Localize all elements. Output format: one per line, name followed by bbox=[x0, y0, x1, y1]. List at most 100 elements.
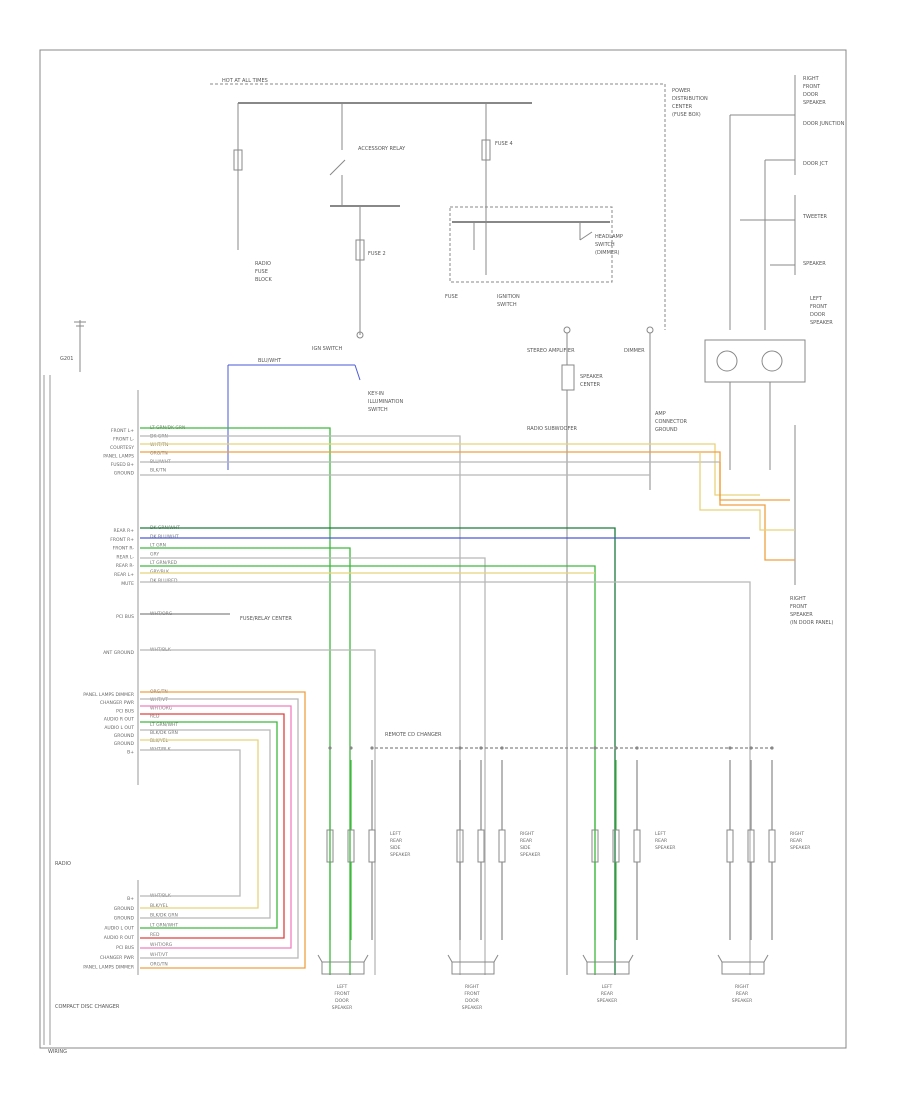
speaker-1-line-2: DOOR bbox=[335, 998, 349, 1004]
ignition-line-1: IGNITION bbox=[497, 294, 520, 300]
speaker-1-line-0: LEFT bbox=[337, 984, 348, 990]
right-bottom-line-1: RIGHT bbox=[790, 596, 807, 602]
radio-pin-b-name-2: FRONT R- bbox=[113, 546, 135, 552]
changer-pin-top-wire-4: LT GRN/WHT bbox=[150, 722, 178, 728]
radio-pin-a-name-3: PANEL LAMPS bbox=[103, 454, 134, 460]
fuse-box-line-1: POWER bbox=[672, 88, 691, 94]
right-top-line-1: RIGHT bbox=[803, 76, 820, 82]
changer-pin-bottom-wire-6: WHT/VT bbox=[150, 952, 168, 958]
speaker-2-line-2: DOOR bbox=[465, 998, 479, 1004]
right-lower-line-2: FRONT bbox=[810, 304, 828, 310]
radio-pin-b-wire-1: DK BLU/WHT bbox=[150, 534, 179, 540]
changer-pin-top-wire-2: WHT/ORG bbox=[150, 705, 173, 711]
radio-pin-b-wire-5: GRY/BLK bbox=[150, 569, 170, 575]
radio-pin-b-name-1: FRONT R+ bbox=[110, 537, 134, 543]
accessory-relay-label: ACCESSORY RELAY bbox=[358, 146, 406, 152]
power-section bbox=[210, 83, 666, 339]
radio-pin-a-name-4: FUSED B+ bbox=[111, 462, 135, 468]
fuse-relay-label: FUSE/RELAY CENTER bbox=[240, 616, 292, 622]
changer-pin-top-name-3: AUDIO R OUT bbox=[104, 717, 135, 723]
speaker-mid-2-line-0: RIGHT bbox=[520, 831, 534, 837]
speaker-mid-4-line-2: SPEAKER bbox=[790, 845, 810, 851]
radio-pin-b-wire-6: DK BLU/RED bbox=[150, 578, 178, 584]
dimmer-line-2: SWITCH bbox=[595, 242, 615, 248]
right-bottom-line-4: (IN DOOR PANEL) bbox=[790, 620, 833, 626]
key-line-3: SWITCH bbox=[368, 407, 388, 413]
changer-pin-bottom-wire-3: LT GRN/WHT bbox=[150, 922, 178, 928]
fuse-top-label: FUSE 4 bbox=[495, 141, 513, 147]
speaker-2-line-0: RIGHT bbox=[465, 984, 479, 990]
right-top-line-4: SPEAKER bbox=[803, 100, 826, 106]
speaker-mid-2-line-1: REAR bbox=[520, 838, 532, 844]
radio-pin-c-name-0: PCI BUS bbox=[116, 614, 134, 620]
changer-pin-bottom-name-2: GROUND bbox=[114, 916, 135, 922]
stereo-amp-label: STEREO AMPLIFIER bbox=[527, 348, 575, 354]
changer-pin-bottom-wire-2: BLK/DK GRN bbox=[150, 913, 178, 919]
footer-label: WIRING bbox=[48, 1049, 67, 1055]
changer-pin-bottom-wire-7: ORG/TN bbox=[150, 962, 168, 968]
amp-line-3: GROUND bbox=[655, 427, 678, 433]
changer-pin-top-name-6: GROUND bbox=[114, 741, 135, 747]
speaker-mid-2-line-3: SPEAKER bbox=[520, 852, 540, 858]
fuse-left-label: FUSE bbox=[445, 294, 458, 300]
radio-pin-a-name-1: FRONT L- bbox=[113, 437, 134, 443]
right-lower-line-3: DOOR bbox=[810, 312, 826, 318]
speaker-mid-4-line-0: RIGHT bbox=[790, 831, 804, 837]
changer-pin-top-name-7: B+ bbox=[127, 749, 134, 755]
right-block-label-1: DOOR JUNCTION bbox=[803, 121, 845, 127]
radio-fused-line-3: BLOCK bbox=[255, 277, 272, 283]
speaker-4-line-2: SPEAKER bbox=[732, 998, 752, 1004]
dimmer-line-3: (DIMMER) bbox=[595, 250, 620, 256]
radio-pin-c-name-1: ANT GROUND bbox=[103, 650, 134, 656]
radio-pin-b-wire-2: LT GRN bbox=[150, 543, 166, 549]
key-line-2: ILLUMINATION bbox=[368, 399, 403, 405]
spk-center-line-2: CENTER bbox=[580, 382, 601, 388]
changer-pin-top-name-0: PANEL LAMPS DIMMER bbox=[83, 692, 134, 698]
speaker-mid-2-line-2: SIDE bbox=[520, 845, 531, 851]
speaker-mid-1-line-2: SIDE bbox=[390, 845, 401, 851]
changer-pin-top-name-5: GROUND bbox=[114, 733, 135, 739]
amp-line-2: CONNECTOR bbox=[655, 419, 688, 425]
radio-body bbox=[43, 375, 139, 1045]
dimmer-line-1: HEADLAMP bbox=[595, 234, 623, 240]
right-block-label-2: DOOR JCT bbox=[803, 161, 829, 167]
ignition-line-2: SWITCH bbox=[497, 302, 517, 308]
speaker-wiring bbox=[140, 427, 795, 975]
radio-pin-b-name-4: REAR R- bbox=[116, 563, 135, 569]
ign-switch-label: IGN SWITCH bbox=[312, 346, 343, 352]
ground-symbol bbox=[74, 320, 86, 372]
radio-pin-b-wire-4: LT GRN/RED bbox=[150, 560, 178, 566]
key-line-1: KEY-IN bbox=[368, 391, 384, 397]
right-block-label-3: TWEETER bbox=[802, 214, 828, 220]
radio-pin-b-name-3: REAR L- bbox=[116, 554, 134, 560]
changer-title: COMPACT DISC CHANGER bbox=[55, 1004, 120, 1010]
radio-pin-b-name-5: REAR L+ bbox=[114, 572, 134, 578]
amp-line-1: AMP bbox=[655, 411, 666, 417]
diagram-frame bbox=[39, 49, 847, 1049]
changer-note: REMOTE CD CHANGER bbox=[385, 732, 442, 738]
speaker-3-line-1: REAR bbox=[601, 991, 613, 997]
hot-at-all-times-label: HOT AT ALL TIMES bbox=[222, 78, 268, 84]
changer-pin-bottom-name-3: AUDIO L OUT bbox=[104, 925, 134, 931]
right-top-line-2: FRONT bbox=[803, 84, 821, 90]
changer-pin-top-name-2: PCI BUS bbox=[116, 708, 134, 714]
fuse-mid-label: FUSE 2 bbox=[368, 251, 386, 257]
spk-center-line-1: SPEAKER bbox=[580, 374, 603, 380]
right-block-label-4: SPEAKER bbox=[803, 261, 826, 267]
changer-pin-top-name-1: CHANGER PWR bbox=[100, 700, 134, 706]
speaker-mid-3-line-1: REAR bbox=[655, 838, 667, 844]
speaker-3-line-0: LEFT bbox=[602, 984, 613, 990]
changer-pin-top-name-4: AUDIO L OUT bbox=[104, 725, 134, 731]
changer-pin-bottom-name-0: B+ bbox=[127, 896, 134, 902]
right-top-line-3: DOOR bbox=[803, 92, 819, 98]
changer-pin-top-wire-1: WHT/VT bbox=[150, 697, 168, 703]
radio-pin-b-wire-3: GRY bbox=[150, 551, 159, 557]
right-bottom-line-3: SPEAKER bbox=[790, 612, 813, 618]
radio-pin-a-wire-5: BLK/TN bbox=[150, 468, 166, 474]
speaker-mid-4-line-1: REAR bbox=[790, 838, 802, 844]
